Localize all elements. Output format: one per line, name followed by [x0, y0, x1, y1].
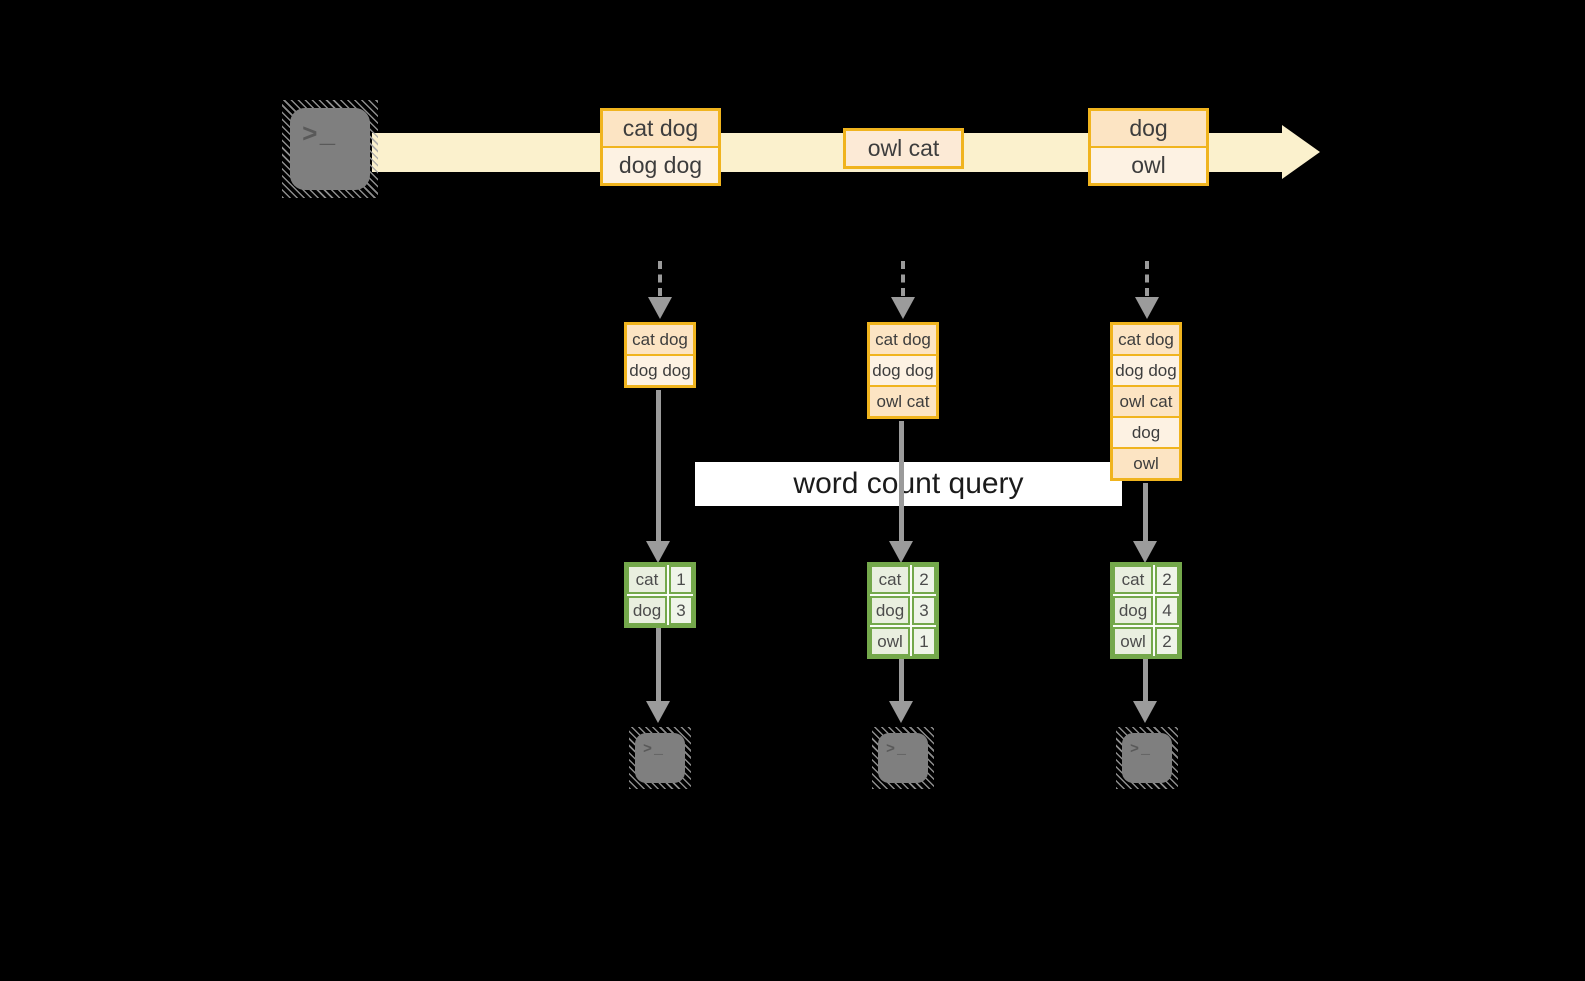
arrowhead-icon: [1133, 541, 1157, 563]
output-terminal-icon: >_: [872, 727, 934, 789]
output-terminal-screen: >_: [1122, 733, 1172, 783]
stream-event-1: cat dog dog dog: [600, 108, 721, 186]
arrowhead-icon: [646, 701, 670, 723]
count-value: 1: [912, 627, 936, 656]
arrow-shaft: [1143, 659, 1148, 702]
count-word: cat: [627, 565, 667, 594]
count-value: 3: [912, 596, 936, 625]
buffer-line: dog: [1113, 418, 1179, 447]
source-terminal-screen: >_: [290, 108, 370, 190]
stream-event-line: dog: [1091, 111, 1206, 146]
buffer-line: cat dog: [1113, 325, 1179, 354]
buffer-line: dog dog: [870, 356, 936, 385]
count-value: 2: [912, 565, 936, 594]
count-value: 4: [1155, 596, 1179, 625]
arrow-shaft: [656, 390, 661, 542]
buffer-line: dog dog: [627, 356, 693, 385]
count-word: dog: [1113, 596, 1153, 625]
dashed-arrow-shaft: [901, 261, 905, 296]
arrow-shaft: [656, 628, 661, 702]
terminal-prompt-glyph: >_: [1130, 741, 1153, 758]
arrowhead-icon: [889, 701, 913, 723]
buffer-line: dog dog: [1113, 356, 1179, 385]
stream-event-3: dog owl: [1088, 108, 1209, 186]
stream-event-line: owl: [1091, 148, 1206, 183]
count-value: 3: [669, 596, 693, 625]
dashed-arrowhead-icon: [1135, 297, 1159, 319]
dashed-arrowhead-icon: [891, 297, 915, 319]
event-buffer-1: cat dog dog dog: [624, 322, 696, 388]
arrowhead-icon: [889, 541, 913, 563]
dashed-arrow-shaft: [1145, 261, 1149, 296]
arrowhead-icon: [1133, 701, 1157, 723]
stream-event-line: cat dog: [603, 111, 718, 146]
stream-event-line: dog dog: [603, 148, 718, 183]
dashed-arrowhead-icon: [648, 297, 672, 319]
arrow-shaft: [1143, 483, 1148, 542]
buffer-line: cat dog: [627, 325, 693, 354]
arrow-shaft: [899, 659, 904, 702]
count-word: dog: [627, 596, 667, 625]
count-value: 2: [1155, 565, 1179, 594]
count-word: cat: [870, 565, 910, 594]
terminal-prompt-glyph: >_: [302, 120, 338, 150]
count-word: dog: [870, 596, 910, 625]
arrowhead-icon: [646, 541, 670, 563]
stream-event-line: owl cat: [846, 131, 961, 166]
count-table-2: cat 2 dog 3 owl 1: [867, 562, 939, 659]
buffer-line: owl cat: [870, 387, 936, 416]
count-word: owl: [870, 627, 910, 656]
terminal-prompt-glyph: >_: [643, 741, 666, 758]
query-label: word count query: [695, 462, 1122, 506]
count-value: 1: [669, 565, 693, 594]
count-word: cat: [1113, 565, 1153, 594]
count-table-1: cat 1 dog 3: [624, 562, 696, 628]
arrow-shaft: [899, 421, 904, 542]
buffer-line: cat dog: [870, 325, 936, 354]
source-terminal-icon: >_: [282, 100, 378, 198]
event-buffer-3: cat dog dog dog owl cat dog owl: [1110, 322, 1182, 481]
buffer-line: owl cat: [1113, 387, 1179, 416]
output-terminal-icon: >_: [1116, 727, 1178, 789]
event-buffer-2: cat dog dog dog owl cat: [867, 322, 939, 419]
output-terminal-screen: >_: [635, 733, 685, 783]
output-terminal-screen: >_: [878, 733, 928, 783]
terminal-prompt-glyph: >_: [886, 741, 909, 758]
stream-timeline-arrowhead-icon: [1282, 125, 1320, 179]
count-value: 2: [1155, 627, 1179, 656]
count-table-3: cat 2 dog 4 owl 2: [1110, 562, 1182, 659]
stream-event-2: owl cat: [843, 128, 964, 169]
dashed-arrow-shaft: [658, 261, 662, 296]
buffer-line: owl: [1113, 449, 1179, 478]
output-terminal-icon: >_: [629, 727, 691, 789]
count-word: owl: [1113, 627, 1153, 656]
